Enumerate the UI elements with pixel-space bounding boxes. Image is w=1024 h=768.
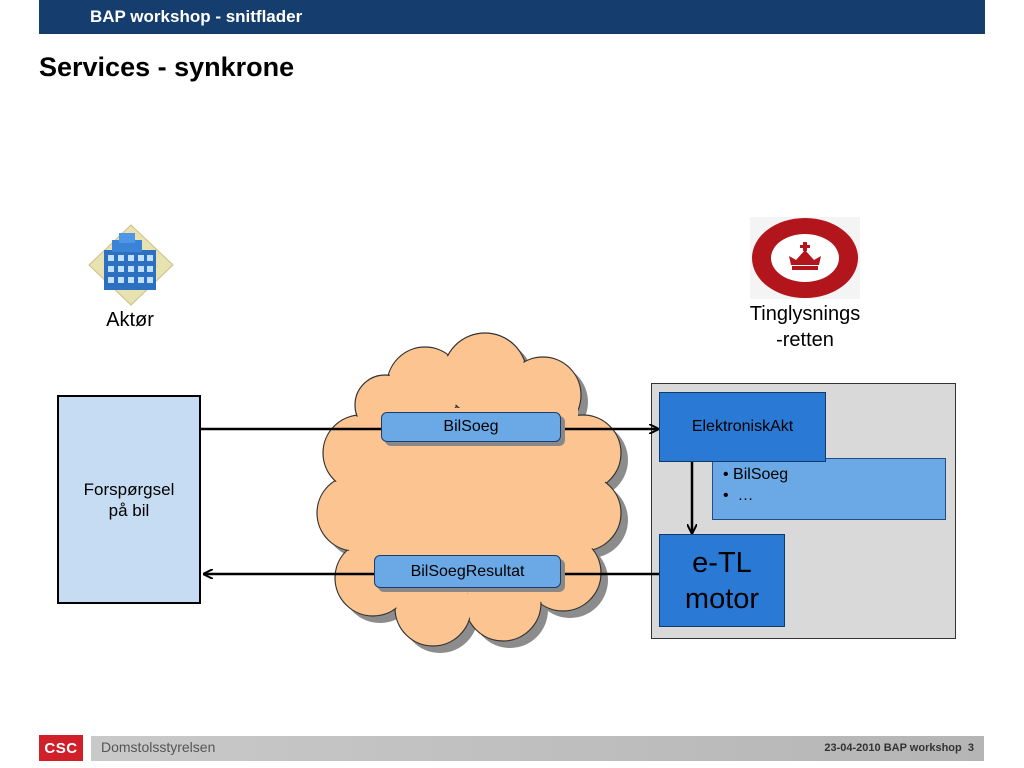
request-box-line1: Forspørgsel: [83, 479, 175, 499]
court-label: Tinglysnings -retten: [720, 301, 890, 353]
elektronisk-akt-box: ElektroniskAkt: [659, 392, 826, 462]
header-bar: [39, 0, 985, 34]
page-title: Services - synkrone: [39, 52, 295, 82]
footer-date: 23-04-2010: [824, 742, 881, 754]
etl-engine-line2: motor: [684, 582, 760, 615]
csc-logo: CSC: [39, 735, 83, 761]
footer-page: 3: [967, 742, 974, 754]
bilsoeg-service: BilSoeg: [381, 412, 561, 442]
request-box: Forspørgsel på bil: [57, 395, 201, 604]
etl-engine-line1: e-TL: [692, 546, 752, 579]
bilsoeg-resultat-service: BilSoegResultat: [374, 555, 561, 588]
footer-bar: [91, 736, 984, 761]
court-seal-icon: [750, 217, 860, 299]
building-icon: [88, 224, 174, 306]
footer-info: 23-04-2010 BAP workshop 3: [824, 742, 974, 754]
court-label-line1: Tinglysnings: [749, 303, 861, 325]
actor-label: Aktør: [106, 309, 154, 331]
request-box-line2: på bil: [108, 500, 150, 520]
service-bullet-list: • BilSoeg • …: [712, 458, 946, 520]
bullet-item: • …: [723, 487, 754, 504]
footer-org: Domstolsstyrelsen: [101, 739, 216, 755]
etl-engine-box: e-TL motor: [659, 534, 785, 627]
court-label-line2: -retten: [776, 329, 834, 351]
header-title: BAP workshop - snitflader: [90, 7, 303, 26]
footer-event: BAP workshop: [883, 742, 962, 754]
bullet-item: • BilSoeg: [723, 466, 789, 483]
